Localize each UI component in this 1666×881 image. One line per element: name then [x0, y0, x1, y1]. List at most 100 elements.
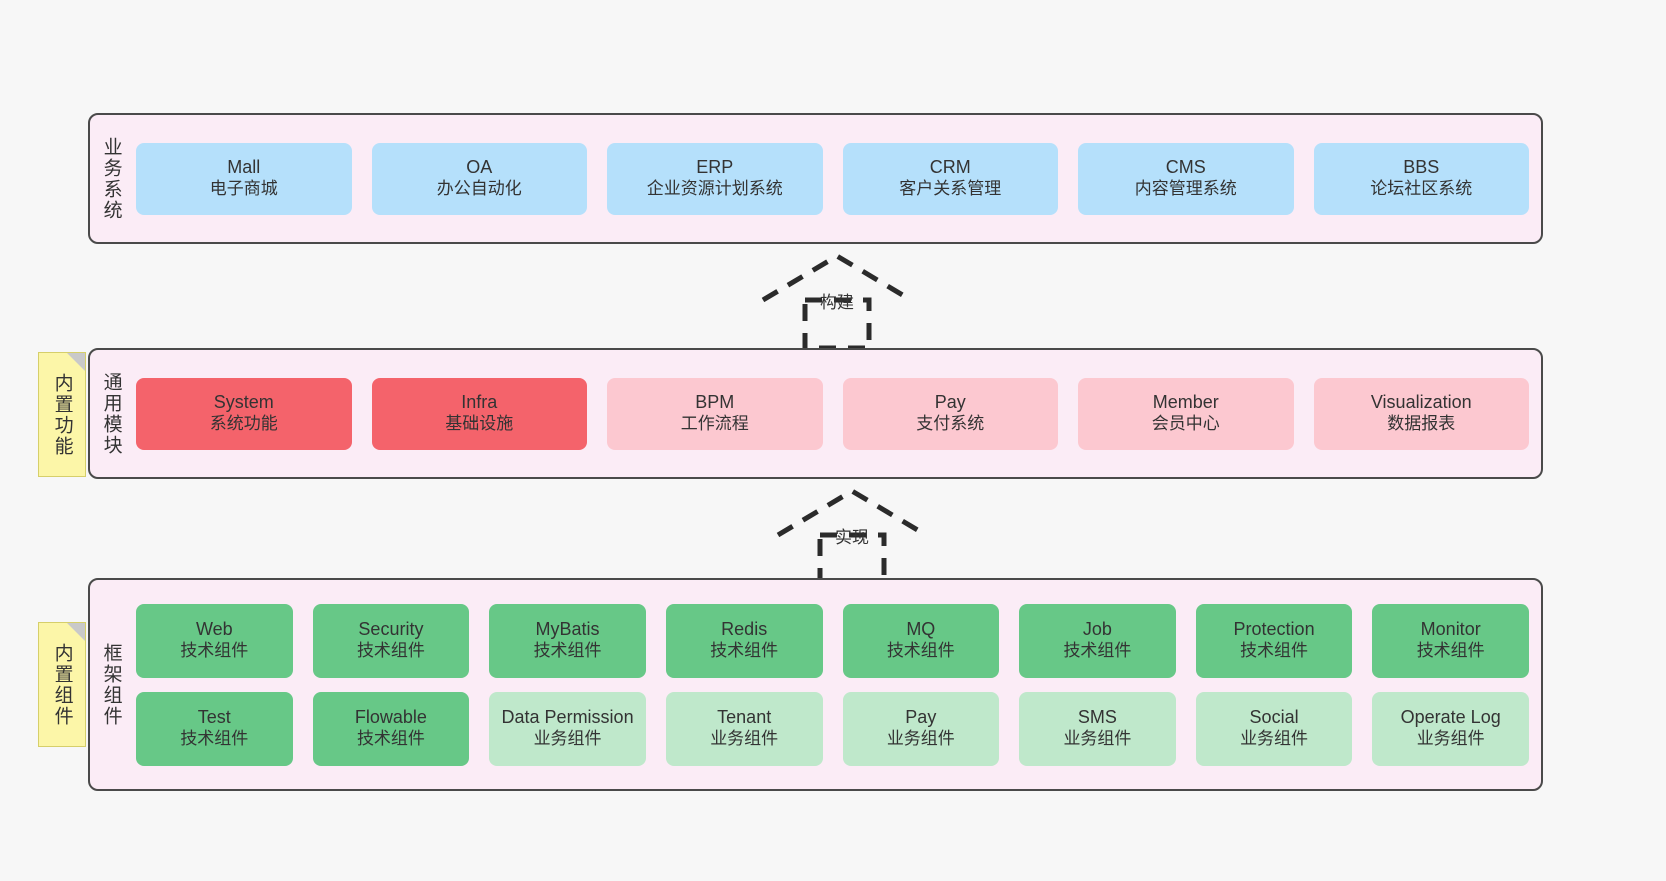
box-system[interactable]: System 系统功能 [136, 377, 352, 450]
generalization-arrow-icon [776, 488, 928, 586]
box-protection[interactable]: Protection 技术组件 [1195, 603, 1353, 678]
box-title: ERP [696, 157, 734, 178]
box-redis[interactable]: Redis 技术组件 [665, 603, 823, 678]
box-title: Mall [227, 157, 261, 178]
box-bbs[interactable]: BBS 论坛社区系统 [1313, 142, 1529, 215]
box-title: Social [1249, 707, 1299, 728]
box-title: Job [1082, 619, 1112, 640]
box-member[interactable]: Member 会员中心 [1078, 377, 1294, 450]
box-title: Data Permission [501, 707, 634, 728]
box-tenant[interactable]: Tenant 业务组件 [665, 691, 823, 766]
box-title: BBS [1403, 157, 1440, 178]
layer-row: System 系统功能 Infra 基础设施 BPM 工作流程 Pay 支付系统… [136, 377, 1529, 450]
box-mall[interactable]: Mall 电子商城 [136, 142, 352, 215]
box-sms[interactable]: SMS 业务组件 [1019, 691, 1176, 766]
box-infra[interactable]: Infra 基础设施 [371, 377, 587, 450]
box-title: BPM [695, 392, 735, 413]
box-subtitle: 技术组件 [356, 729, 425, 749]
layer-body-common-modules: System 系统功能 Infra 基础设施 BPM 工作流程 Pay 支付系统… [132, 350, 1541, 477]
box-subtitle: 技术组件 [533, 641, 602, 661]
arrow-label-realize: 实现 [835, 528, 869, 547]
box-subtitle: 技术组件 [1240, 641, 1309, 661]
box-title: Pay [934, 392, 966, 413]
box-operate-log[interactable]: Operate Log 业务组件 [1372, 691, 1529, 766]
layer-business-system: 业务系统 Mall 电子商城 OA 办公自动化 ERP 企业资源计划系统 CRM… [88, 113, 1543, 244]
note-text: 内置功能 [51, 372, 73, 457]
layer-body-framework-components: Web 技术组件 Security 技术组件 MyBatis 技术组件 Redi… [132, 580, 1541, 789]
box-visualization[interactable]: Visualization 数据报表 [1313, 377, 1529, 450]
box-title: Infra [461, 392, 498, 413]
box-title: Monitor [1420, 619, 1481, 640]
box-bpm[interactable]: BPM 工作流程 [607, 377, 823, 450]
box-subtitle: 企业资源计划系统 [646, 179, 783, 199]
box-mq[interactable]: MQ 技术组件 [842, 603, 1000, 678]
box-subtitle: 技术组件 [356, 641, 425, 661]
layer-common-modules: 通用模块 System 系统功能 Infra 基础设施 BPM 工作流程 Pay… [88, 348, 1543, 479]
generalization-arrow-icon [761, 253, 913, 351]
box-subtitle: 系统功能 [209, 414, 278, 434]
box-subtitle: 业务组件 [1240, 729, 1309, 749]
box-subtitle: 业务组件 [533, 729, 602, 749]
box-subtitle: 技术组件 [1063, 641, 1132, 661]
box-title: OA [466, 157, 493, 178]
box-title: Test [197, 707, 231, 728]
box-data-permission[interactable]: Data Permission 业务组件 [489, 691, 646, 766]
layer-title-framework-components: 框架组件 [100, 642, 122, 727]
box-title: Web [195, 619, 233, 640]
layer-framework-components: 框架组件 Web 技术组件 Security 技术组件 MyBatis 技术组件… [88, 578, 1543, 791]
box-subtitle: 业务组件 [1416, 729, 1485, 749]
box-title: CRM [929, 157, 971, 178]
box-title: Member [1152, 392, 1219, 413]
box-title: SMS [1077, 707, 1117, 728]
box-title: Flowable [354, 707, 427, 728]
box-subtitle: 工作流程 [680, 414, 749, 434]
box-title: MyBatis [535, 619, 600, 640]
box-subtitle: 业务组件 [886, 729, 955, 749]
box-title: CMS [1165, 157, 1206, 178]
box-cms[interactable]: CMS 内容管理系统 [1078, 142, 1294, 215]
box-test[interactable]: Test 技术组件 [136, 691, 293, 766]
box-subtitle: 办公自动化 [436, 179, 522, 199]
box-title: Security [358, 619, 424, 640]
layer-row: Test 技术组件 Flowable 技术组件 Data Permission … [136, 691, 1529, 766]
box-title: Pay [905, 707, 937, 728]
box-pay[interactable]: Pay 支付系统 [842, 377, 1058, 450]
box-social[interactable]: Social 业务组件 [1195, 691, 1353, 766]
box-pay-business[interactable]: Pay 业务组件 [842, 691, 1000, 766]
box-crm[interactable]: CRM 客户关系管理 [842, 142, 1058, 215]
arrow-label-build: 构建 [820, 293, 854, 312]
box-mybatis[interactable]: MyBatis 技术组件 [489, 603, 646, 678]
box-subtitle: 电子商城 [209, 179, 278, 199]
box-title: Tenant [717, 707, 772, 728]
box-flowable[interactable]: Flowable 技术组件 [312, 691, 470, 766]
box-erp[interactable]: ERP 企业资源计划系统 [607, 142, 823, 215]
note-text: 内置组件 [51, 642, 73, 727]
box-subtitle: 会员中心 [1151, 414, 1220, 434]
box-title: System [213, 392, 274, 413]
box-title: Redis [721, 619, 768, 640]
box-title: MQ [906, 619, 936, 640]
box-security[interactable]: Security 技术组件 [312, 603, 470, 678]
layer-title-business-system: 业务系统 [100, 136, 122, 221]
note-builtin-component: 内置组件 [38, 622, 86, 747]
box-oa[interactable]: OA 办公自动化 [371, 142, 587, 215]
box-title: Visualization [1370, 392, 1472, 413]
box-subtitle: 基础设施 [445, 414, 514, 434]
box-subtitle: 技术组件 [180, 729, 249, 749]
box-subtitle: 业务组件 [1063, 729, 1132, 749]
box-subtitle: 支付系统 [916, 414, 985, 434]
note-builtin-feature: 内置功能 [38, 352, 86, 477]
box-job[interactable]: Job 技术组件 [1019, 603, 1176, 678]
box-monitor[interactable]: Monitor 技术组件 [1372, 603, 1529, 678]
box-subtitle: 技术组件 [710, 641, 779, 661]
layer-title-common-modules: 通用模块 [100, 371, 122, 456]
box-subtitle: 数据报表 [1387, 414, 1456, 434]
box-subtitle: 技术组件 [886, 641, 955, 661]
box-title: Protection [1233, 619, 1315, 640]
box-title: Operate Log [1400, 707, 1501, 728]
box-web[interactable]: Web 技术组件 [136, 603, 293, 678]
box-subtitle: 论坛社区系统 [1370, 179, 1473, 199]
layer-row: Mall 电子商城 OA 办公自动化 ERP 企业资源计划系统 CRM 客户关系… [136, 142, 1529, 215]
arrow-realize: 实现 [772, 487, 932, 586]
box-subtitle: 内容管理系统 [1134, 179, 1237, 199]
